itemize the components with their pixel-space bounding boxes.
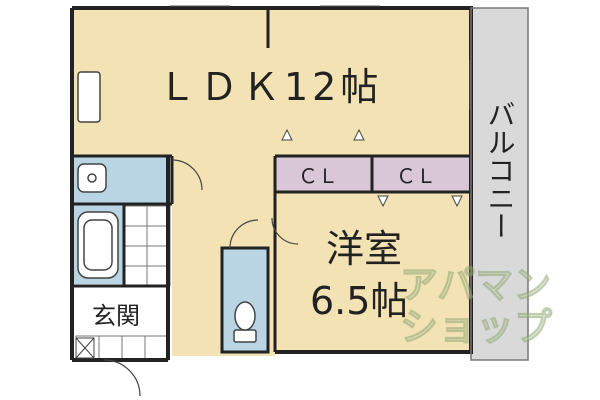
balcony-label: バルコニー [484,100,517,240]
watermark: アパマン ショップ [400,263,553,350]
washbasin-icon [77,163,107,193]
inner-walls [72,10,471,354]
ldk-label: ＬＤＫ12帖 [158,65,382,109]
toilet-icon [233,301,257,343]
ldk-floor [72,8,470,156]
closet-right-floor [372,156,471,192]
entrance-label: 玄関 [92,302,140,330]
watermark-line2: ショップ [400,305,552,349]
kitchen-counter [77,71,101,123]
balcony-floor [471,8,528,360]
balcony-border [470,7,529,361]
closet-left-label: ＣＬ [298,164,338,188]
windows [170,5,471,300]
watermark-line1: アパマン [400,263,551,307]
bathtub-icon [77,211,119,279]
bedroom-floor [275,192,471,352]
bedroom-label-line1: 洋室 [326,227,402,271]
closet-left-floor [275,156,372,192]
bedroom-label-line2: 6.5帖 [310,279,408,323]
entrance-cabinet [75,337,95,359]
entrance-floor [76,288,168,336]
closet-door-triangles [281,128,463,208]
door-swings [103,159,299,397]
closet-right-label: ＣＬ [396,164,436,188]
